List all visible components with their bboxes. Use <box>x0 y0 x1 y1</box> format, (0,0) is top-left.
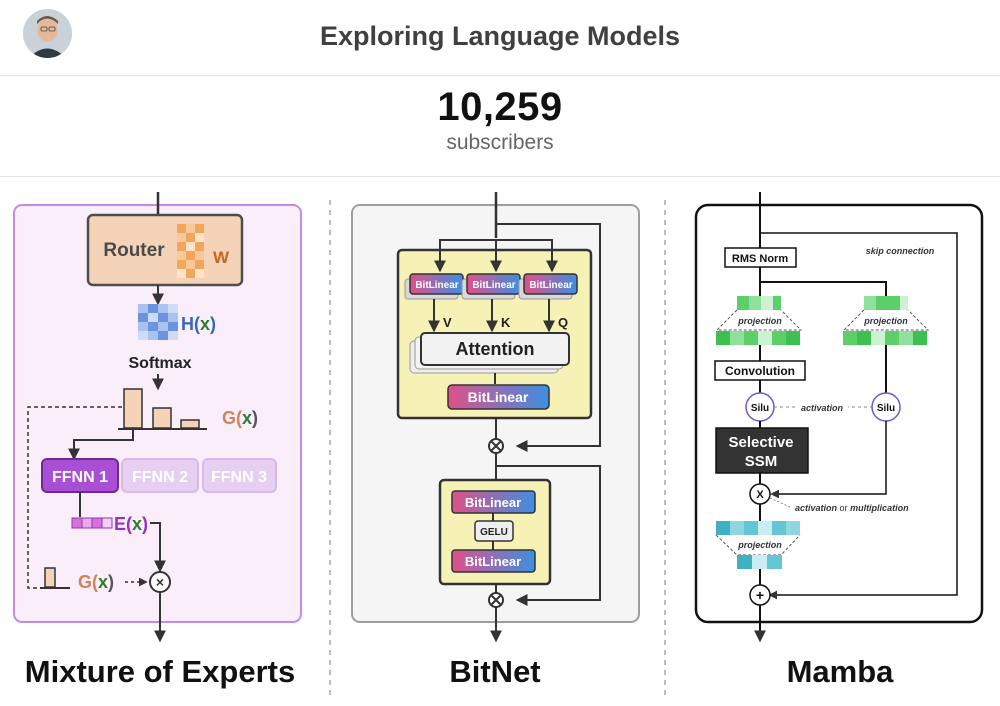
bitnet-residual-1 <box>496 223 601 452</box>
small-gate-bar <box>40 567 70 589</box>
bitlinear-v-label: BitLinear <box>415 280 458 291</box>
router-label: Router <box>103 240 165 261</box>
subscriber-label: subscribers <box>446 131 554 154</box>
right-silu-label: Silu <box>877 403 895 414</box>
right-projection-trapezoid <box>842 309 930 331</box>
ffn-bitlinear-bottom-label: BitLinear <box>465 554 521 569</box>
left-silu-label: Silu <box>751 403 769 414</box>
gx-small-label: G(x) <box>78 572 114 592</box>
mamba-caption: Mamba <box>786 654 894 689</box>
ffnn2-box <box>121 458 199 493</box>
k-label: K <box>501 315 511 330</box>
gx-label: G(x) <box>222 408 258 428</box>
attention-stack <box>409 332 570 374</box>
skip-label-bg <box>860 242 940 258</box>
q-label: Q <box>558 315 568 330</box>
v-label: V <box>443 315 452 330</box>
bitlinear-k-stack <box>461 273 521 300</box>
ffn-bitlinear-bottom-box <box>451 549 536 573</box>
ex-to-multiply-arrow <box>150 522 166 573</box>
mamba-multiply-symbol: X <box>756 489 764 501</box>
moe-caption: Mixture of Experts <box>24 654 296 689</box>
gelu-label: GELU <box>480 527 508 538</box>
ffnn2-label: FFNN 2 <box>132 469 188 486</box>
ex-label: E(x) <box>114 514 148 534</box>
moe-multiply-symbol: × <box>156 574 164 590</box>
softmax-label: Softmax <box>128 355 191 372</box>
bitnet-residual-2 <box>496 465 601 606</box>
output-projection-bottom <box>737 555 782 569</box>
bitnet-caption: BitNet <box>449 654 541 689</box>
activation-label-bg <box>796 401 848 413</box>
gating-skip-dashed <box>27 406 122 589</box>
attention-bitlinear-label: BitLinear <box>468 389 529 405</box>
router-weight-matrix <box>177 224 204 278</box>
output-projection-top <box>716 521 800 535</box>
architecture-diagram: Router W H(x) Softmax <box>13 192 984 698</box>
weight-w-label: W <box>213 248 230 267</box>
architecture-figure: Router W H(x) Softmax <box>0 178 1000 706</box>
right-projection-top <box>864 296 908 310</box>
bitlinear-q-label: BitLinear <box>529 280 572 291</box>
selective-label: Selective <box>728 434 793 451</box>
ex-vector <box>71 517 113 529</box>
left-projection-trapezoid <box>715 309 803 331</box>
rms-branch-line <box>760 281 887 296</box>
skip-connection-label: skip connection <box>866 246 935 256</box>
ffnn3-label: FFNN 3 <box>211 469 267 486</box>
bitlinear-v-stack <box>404 273 464 300</box>
left-projection-bottom <box>716 331 800 345</box>
bitnet-panel: BitLinear BitLinear BitLinear V K Q <box>351 192 640 643</box>
bitlinear-k-label: BitLinear <box>472 280 515 291</box>
avatar-image <box>23 9 72 58</box>
mamba-panel: skip connection RMS Norm projection proj… <box>694 192 984 643</box>
activation-or-multiplication-label: activation or multiplication <box>795 503 909 513</box>
output-projection-label: projection <box>737 540 782 550</box>
ffnn3-box <box>202 458 277 493</box>
hx-label: H(x) <box>181 314 216 334</box>
selective-ssm-box <box>715 427 809 474</box>
skip-connection-line <box>760 232 958 600</box>
right-projection-label: projection <box>863 316 908 326</box>
activation-label: activation <box>801 403 844 413</box>
rms-norm-label: RMS Norm <box>732 253 788 265</box>
moe-panel: Router W H(x) Softmax <box>13 192 302 643</box>
bitnet-add-symbol-2 <box>490 594 502 606</box>
subscriber-stats: 10,259 subscribers <box>0 77 1000 177</box>
ffn-bitlinear-top-label: BitLinear <box>465 495 521 510</box>
attention-label: Attention <box>456 339 535 359</box>
convolution-label: Convolution <box>725 364 795 378</box>
author-avatar[interactable] <box>23 9 72 58</box>
left-projection-top <box>737 296 781 310</box>
mamba-add-symbol: + <box>756 587 764 603</box>
ssm-label: SSM <box>745 453 778 470</box>
publication-title[interactable]: Exploring Language Models <box>319 21 681 51</box>
publication-header: Exploring Language Models <box>0 0 1000 76</box>
attention-bitlinear-box <box>447 384 550 410</box>
subscriber-count: 10,259 <box>437 85 563 129</box>
right-branch-to-x <box>770 421 887 499</box>
left-projection-label: projection <box>737 316 782 326</box>
gating-bars <box>118 388 207 430</box>
bitnet-add-symbol-1 <box>490 440 502 452</box>
hx-matrix <box>138 304 178 340</box>
bitlinear-q-stack <box>518 273 578 300</box>
gating-to-ffnn-arrow <box>68 429 134 461</box>
right-projection-bottom <box>843 331 927 345</box>
ffnn1-label: FFNN 1 <box>52 469 108 486</box>
